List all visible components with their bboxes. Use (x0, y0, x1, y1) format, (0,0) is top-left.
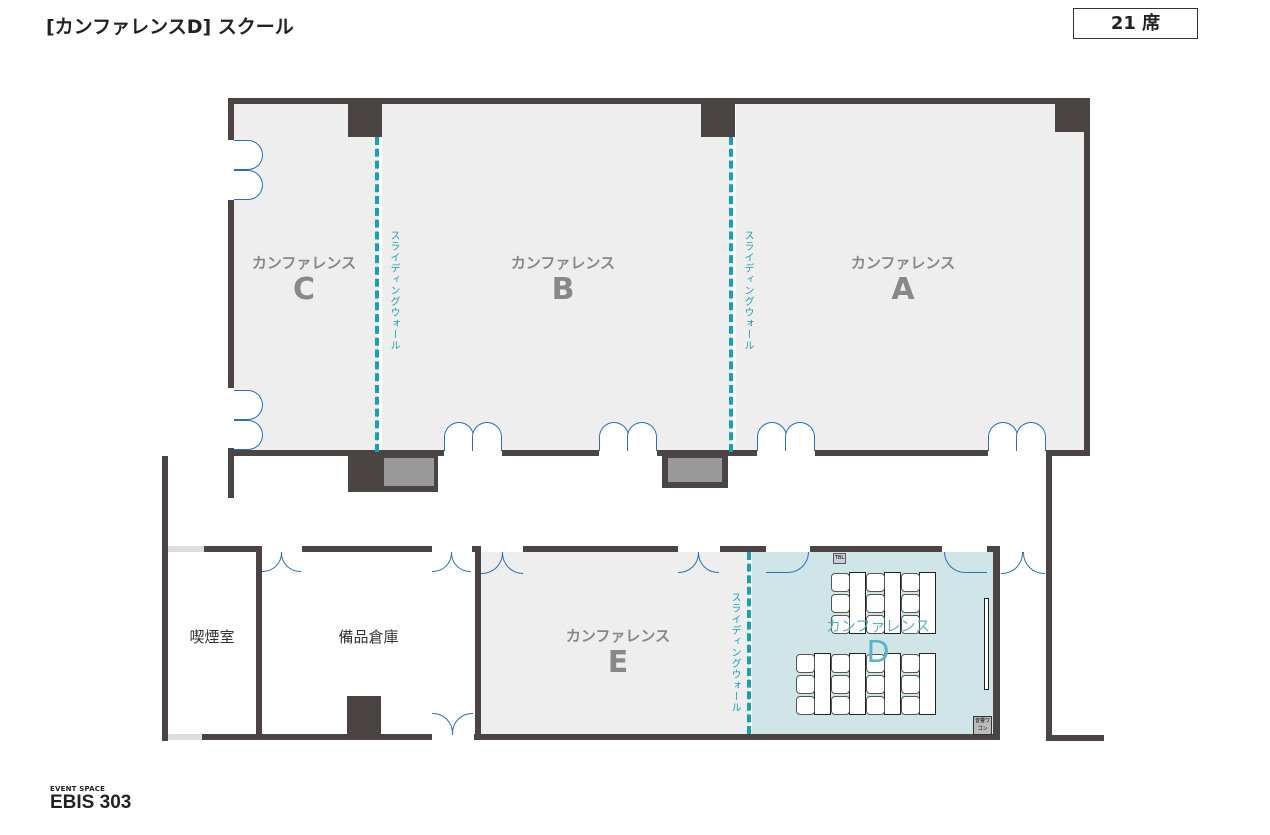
chair[interactable] (866, 696, 885, 715)
door[interactable] (234, 420, 263, 450)
sliding-wall (375, 137, 379, 452)
door[interactable] (1001, 552, 1023, 574)
sliding-wall-label: スライディングウォール (742, 230, 753, 351)
room-e[interactable] (481, 552, 749, 734)
screen (984, 598, 989, 690)
sliding-wall (729, 137, 733, 452)
seat-count-badge: 21 席 (1073, 8, 1198, 39)
chair[interactable] (901, 615, 920, 634)
door[interactable] (1023, 552, 1045, 574)
door[interactable] (757, 422, 787, 451)
chair[interactable] (796, 675, 815, 694)
page-title: [カンファレンスD] スクール (46, 16, 294, 38)
tbl-fixture: TBL (833, 553, 846, 564)
chair[interactable] (866, 615, 885, 634)
chair[interactable] (796, 696, 815, 715)
sliding-wall-label: スライディングウォール (729, 592, 740, 713)
chair[interactable] (831, 696, 850, 715)
chair[interactable] (866, 654, 885, 673)
door[interactable] (785, 422, 815, 451)
room-b[interactable] (382, 104, 732, 450)
column (1055, 104, 1085, 132)
chair[interactable] (866, 573, 885, 592)
chair[interactable] (831, 675, 850, 694)
door[interactable] (627, 422, 657, 451)
door[interactable] (599, 422, 629, 451)
room-a[interactable] (736, 104, 1084, 450)
chair[interactable] (866, 594, 885, 613)
chair[interactable] (901, 573, 920, 592)
chair[interactable] (901, 594, 920, 613)
chair[interactable] (831, 573, 850, 592)
column (348, 104, 382, 137)
chair[interactable] (831, 654, 850, 673)
door[interactable] (1016, 422, 1046, 451)
audio-wagon: 音響ワゴン (973, 716, 992, 735)
storage-room-label: 備品倉庫 (338, 628, 399, 646)
logo: EVENT SPACE EBIS 303 (50, 785, 132, 813)
chair[interactable] (796, 654, 815, 673)
chair[interactable] (901, 696, 920, 715)
door[interactable] (444, 422, 474, 451)
chair[interactable] (831, 615, 850, 634)
sliding-wall (747, 552, 751, 734)
door[interactable] (234, 170, 263, 200)
door[interactable] (234, 390, 263, 420)
sliding-wall-label: スライディングウォール (388, 230, 399, 351)
smoking-room-label: 喫煙室 (189, 628, 235, 646)
chair[interactable] (901, 654, 920, 673)
column (701, 104, 735, 137)
door[interactable] (234, 140, 263, 170)
chair[interactable] (901, 675, 920, 694)
chair[interactable] (866, 675, 885, 694)
chair[interactable] (831, 594, 850, 613)
door[interactable] (472, 422, 502, 451)
door[interactable] (988, 422, 1018, 451)
smoking-room[interactable] (168, 552, 256, 734)
